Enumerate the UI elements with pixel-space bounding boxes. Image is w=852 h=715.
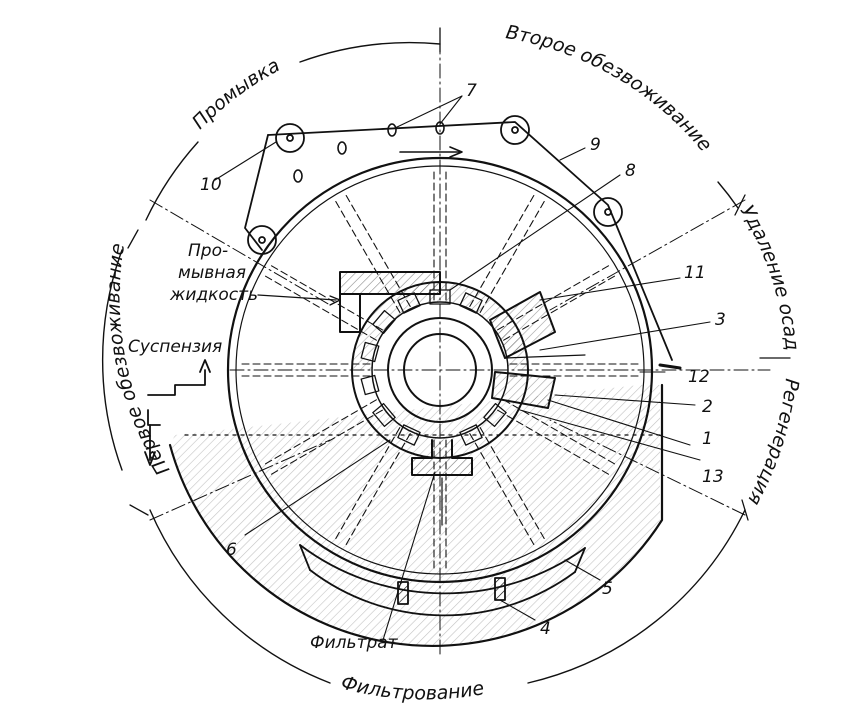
- wash-liquid-pipe: [257, 271, 441, 333]
- agitator-rocker: [299, 544, 586, 617]
- svg-text:Про-: Про-: [188, 241, 228, 261]
- filter-drum: [226, 156, 654, 584]
- suspension-trough: [168, 383, 664, 648]
- part-number-3: 3: [715, 310, 726, 330]
- part-number-13: 13: [702, 467, 724, 487]
- part-number-12: 12: [688, 367, 710, 387]
- part-number-11: 11: [684, 263, 706, 283]
- svg-text:мывная: мывная: [178, 263, 246, 283]
- lower-valve-block: [491, 371, 556, 409]
- leader-lines: [214, 95, 711, 641]
- suspension-feed-pipe: [144, 359, 211, 466]
- part-number-7: 7: [466, 81, 477, 101]
- wash-liquid-label: Про- мывная жидкость: [169, 241, 258, 305]
- zone-second-dewatering-label: Второе обезвоживание: [504, 21, 716, 156]
- zone-filtration-label: Фильтрование: [339, 672, 486, 705]
- wash-nozzles: [293, 121, 445, 183]
- part-number-2: 2: [702, 397, 713, 417]
- part-number-4: 4: [540, 619, 551, 639]
- svg-text:жидкость: жидкость: [169, 285, 258, 305]
- part-number-8: 8: [625, 161, 636, 181]
- filter-cloth-belt: [244, 121, 682, 370]
- outer-cycle-circle: [101, 41, 746, 684]
- part-number-1: 1: [702, 429, 713, 449]
- filtrate-label: Фильтрат: [310, 633, 399, 653]
- filtrate-outlet: [411, 439, 473, 526]
- rotation-arrow: [399, 146, 463, 158]
- part-number-10: 10: [200, 175, 222, 195]
- part-number-6: 6: [226, 540, 237, 560]
- suspension-label: Суспензия: [128, 337, 222, 357]
- part-number-5: 5: [602, 579, 613, 599]
- zone-wash-label: Промывка: [188, 54, 284, 133]
- belt-rollers: [247, 115, 623, 255]
- part-numbers: 1 2 3 4 5 6 7 8 9 10 11 12 13: [200, 81, 726, 639]
- part-number-9: 9: [590, 135, 601, 155]
- blow-off-nozzle: [489, 291, 586, 359]
